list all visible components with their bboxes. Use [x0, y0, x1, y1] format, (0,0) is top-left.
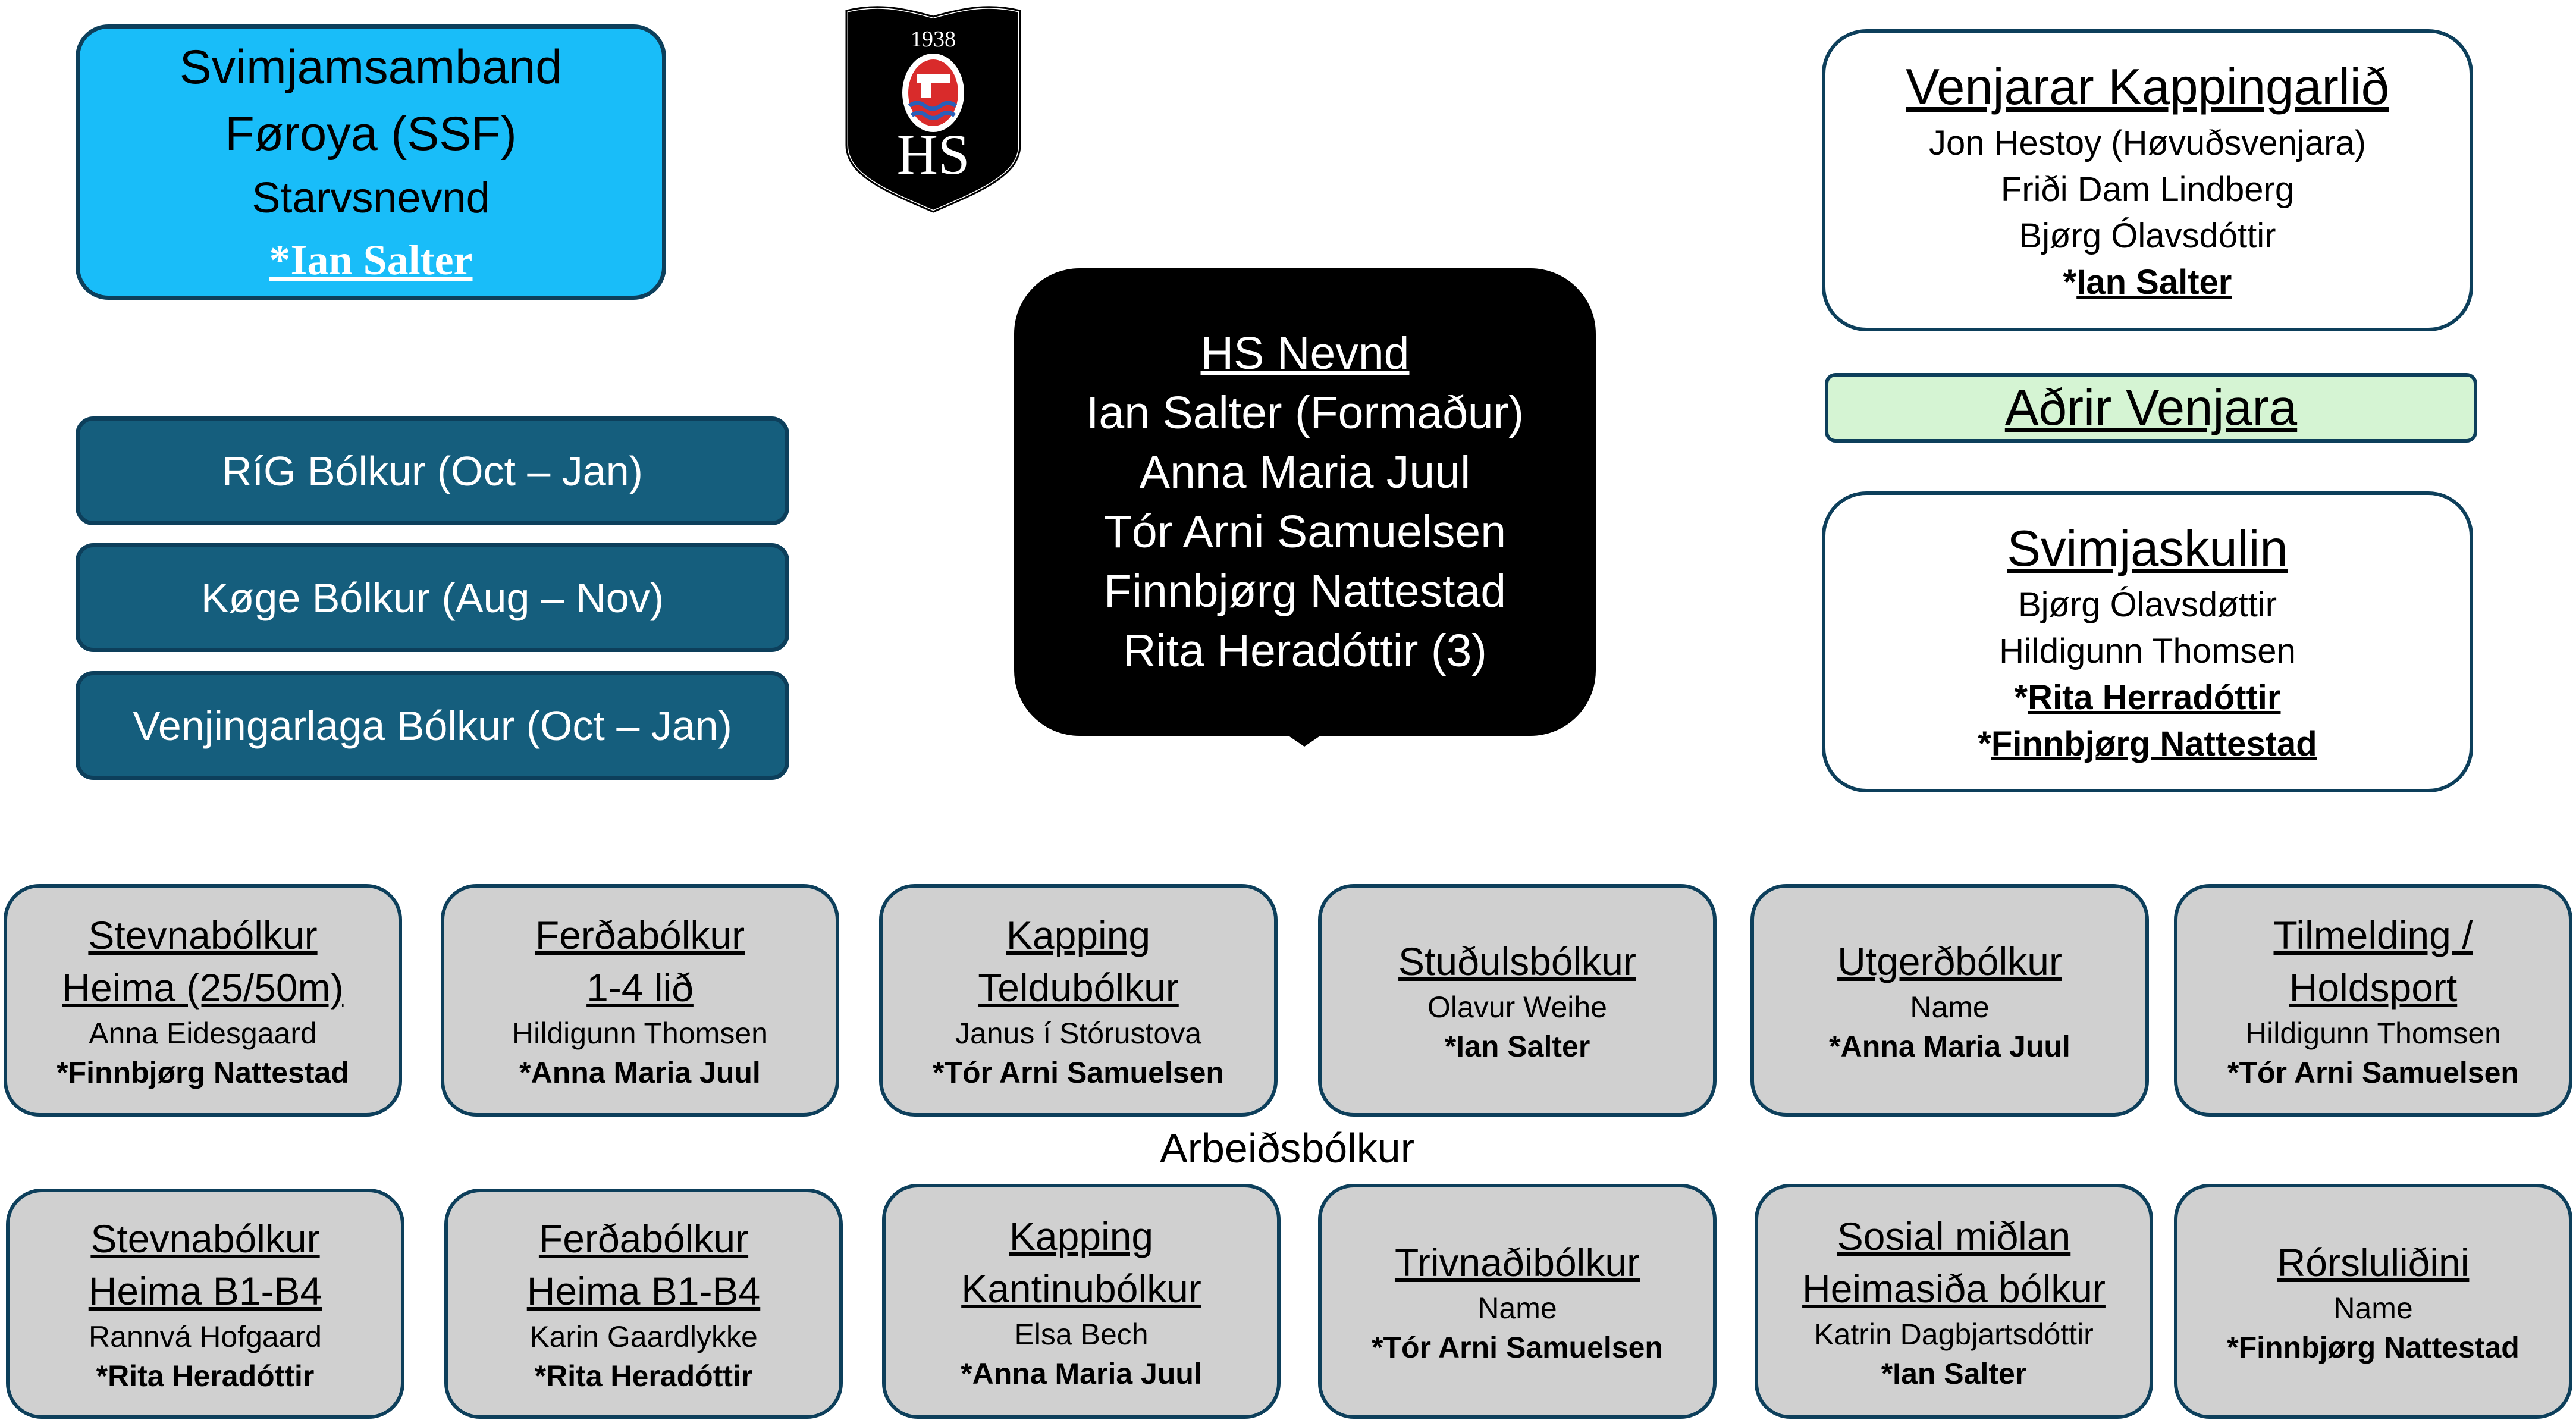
nevnd-member: Anna Maria Juul: [1139, 447, 1471, 498]
group-card: Kapping Kantinubólkur Elsa Bech *Anna Ma…: [882, 1184, 1281, 1419]
koge-bolkur-bar: Køge Bólkur (Aug – Nov): [76, 543, 789, 652]
group-lead: *Rita Heradóttir: [96, 1359, 315, 1393]
group-title: Utgerðbólkur: [1837, 939, 2062, 983]
nevnd-member: Rita Heradóttir (3): [1123, 625, 1487, 676]
group-member: Rannvá Hofgaard: [89, 1319, 322, 1353]
nevnd-member: Tór Arni Samuelsen: [1103, 506, 1507, 557]
ssf-title-line1: Svimjamsamband: [179, 40, 563, 94]
group-card: Kapping Teldubólkur Janus í Stórustova *…: [879, 884, 1278, 1117]
venjarar-lead: *Ian Salter: [2063, 259, 2232, 306]
adrir-venjara-box: Aðrir Venjara: [1825, 373, 2477, 443]
group-title: Stevnabólkur: [88, 913, 318, 957]
venjarar-member: Jon Hestoy (Høvuðsvenjara): [1929, 124, 2366, 162]
group-title: Sosial miðlan: [1837, 1214, 2071, 1258]
svimjaskulin-lead-name: Rita Herradóttir: [2028, 678, 2281, 717]
group-lead: *Ian Salter: [1881, 1356, 2027, 1390]
group-title: Heima (25/50m): [62, 965, 344, 1010]
logo-year: 1938: [911, 27, 956, 52]
nevnd-member: Finnbjørg Nattestad: [1103, 566, 1507, 617]
group-lead: *Finnbjørg Nattestad: [57, 1055, 349, 1089]
group-lead: *Tór Arni Samuelsen: [1372, 1330, 1663, 1364]
group-title: Trivnaðibólkur: [1394, 1240, 1640, 1284]
group-member: Anna Eidesgaard: [89, 1016, 317, 1050]
svimjaskulin-box: Svimjaskulin Bjørg Ólavsdøttir Hildigunn…: [1822, 491, 2473, 792]
group-title: Teldubólkur: [978, 965, 1179, 1010]
group-lead: *Tór Arni Samuelsen: [933, 1055, 1224, 1089]
nevnd-connector-notch: [1278, 729, 1331, 747]
group-member: Name: [1477, 1291, 1557, 1325]
adrir-venjara-label: Aðrir Venjara: [2004, 379, 2298, 436]
group-member: Hildigunn Thomsen: [512, 1016, 768, 1050]
svimjaskulin-lead: *Finnbjørg Nattestad: [1978, 721, 2317, 767]
venjarar-box: Venjarar Kappingarlið Jon Hestoy (Høvuðs…: [1822, 29, 2473, 331]
group-card: Trivnaðibólkur Name *Tór Arni Samuelsen: [1318, 1184, 1717, 1419]
working-groups-label: Arbeiðsbólkur: [1160, 1125, 1414, 1171]
ssf-title-line2: Føroya (SSF): [225, 106, 517, 161]
group-title: Tilmelding /: [2273, 913, 2473, 957]
group-member: Janus í Stórustova: [955, 1016, 1202, 1050]
group-lead: *Ian Salter: [1444, 1029, 1590, 1063]
venjingarlaga-bolkur-bar: Venjingarlaga Bólkur (Oct – Jan): [76, 671, 789, 780]
venjarar-member: Bjørg Ólavsdóttir: [2019, 217, 2276, 255]
group-title: Ferðabólkur: [538, 1216, 749, 1261]
nevnd-member: Ian Salter (Formaður): [1085, 387, 1524, 438]
group-card: Utgerðbólkur Name *Anna Maria Juul: [1750, 884, 2149, 1117]
svimjaskulin-lead-name: Finnbjørg Nattestad: [1991, 725, 2317, 763]
ssf-committee-label: Starvsnevnd: [252, 174, 490, 222]
group-lead: *Tór Arni Samuelsen: [2227, 1055, 2519, 1089]
svimjaskulin-star: *: [1978, 725, 1991, 763]
group-card: Stuðulsbólkur Olavur Weihe *Ian Salter: [1318, 884, 1717, 1117]
group-title: Stevnabólkur: [90, 1216, 320, 1261]
group-title: 1-4 lið: [586, 965, 694, 1010]
svimjaskulin-star: *: [2014, 678, 2028, 717]
group-lead: *Anna Maria Juul: [1829, 1029, 2070, 1063]
group-title: Stuðulsbólkur: [1398, 939, 1636, 983]
svimjaskulin-member: Bjørg Ólavsdøttir: [2017, 585, 2277, 624]
logo-letters: HS: [897, 123, 970, 186]
group-lead: *Rita Heradóttir: [534, 1359, 753, 1393]
group-title: Heima B1-B4: [526, 1268, 761, 1313]
group-card: Tilmelding / Holdsport Hildigunn Thomsen…: [2174, 884, 2572, 1117]
svimjaskulin-member: Hildigunn Thomsen: [1999, 632, 2296, 670]
venjarar-star: *: [2063, 263, 2077, 302]
group-lead: *Finnbjørg Nattestad: [2227, 1330, 2519, 1364]
koge-bolkur-label: Køge Bólkur (Aug – Nov): [200, 574, 664, 621]
group-member: Name: [2333, 1291, 2413, 1325]
group-title: Kantinubólkur: [961, 1266, 1201, 1311]
group-title: Kapping: [1009, 1214, 1154, 1258]
group-title: Heima B1-B4: [88, 1268, 322, 1313]
group-member: Katrin Dagbjartsdóttir: [1814, 1317, 2094, 1351]
group-member: Olavur Weihe: [1427, 990, 1607, 1024]
ssf-contact-link[interactable]: *Ian Salter: [269, 236, 473, 284]
group-title: Ferðabólkur: [535, 913, 745, 957]
group-card: Ferðabólkur 1-4 lið Hildigunn Thomsen *A…: [441, 884, 839, 1117]
group-lead: *Anna Maria Juul: [519, 1055, 761, 1089]
group-card: Stevnabólkur Heima B1-B4 Rannvá Hofgaard…: [6, 1189, 404, 1419]
svimjaskulin-title: Svimjaskulin: [2007, 521, 2288, 577]
group-member: Hildigunn Thomsen: [2245, 1016, 2501, 1050]
rig-bolkur-bar: RíG Bólkur (Oct – Jan): [76, 416, 789, 525]
svimjaskulin-lead: *Rita Herradóttir: [2015, 675, 2281, 721]
group-title: Heimasiða bólkur: [1802, 1266, 2106, 1311]
venjarar-title: Venjarar Kappingarlið: [1906, 59, 2389, 115]
venjingarlaga-bolkur-label: Venjingarlaga Bólkur (Oct – Jan): [133, 702, 732, 749]
group-card: Rórsluliðini Name *Finnbjørg Nattestad: [2174, 1184, 2572, 1419]
group-title: Rórsluliðini: [2277, 1240, 2470, 1284]
group-member: Karin Gaardlykke: [529, 1319, 758, 1353]
group-member: Name: [1910, 990, 1990, 1024]
group-title: Holdsport: [2289, 965, 2458, 1010]
venjarar-lead-name: Ian Salter: [2076, 263, 2232, 302]
group-title: Kapping: [1006, 913, 1151, 957]
hs-crest-logo: 1938 HS: [845, 5, 1022, 214]
group-lead: *Anna Maria Juul: [961, 1356, 1202, 1390]
group-card: Ferðabólkur Heima B1-B4 Karin Gaardlykke…: [444, 1189, 843, 1419]
group-member: Elsa Bech: [1014, 1317, 1149, 1351]
ssf-box: Svimjamsamband Føroya (SSF) Starvsnevnd …: [76, 24, 666, 300]
rig-bolkur-label: RíG Bólkur (Oct – Jan): [222, 447, 643, 494]
hs-nevnd-title: HS Nevnd: [1200, 328, 1410, 379]
hs-nevnd-box: HS Nevnd Ian Salter (Formaður) Anna Mari…: [1014, 268, 1596, 736]
group-card: Stevnabólkur Heima (25/50m) Anna Eidesga…: [4, 884, 402, 1117]
group-card: Sosial miðlan Heimasiða bólkur Katrin Da…: [1755, 1184, 2153, 1419]
venjarar-member: Friði Dam Lindberg: [2000, 170, 2295, 209]
